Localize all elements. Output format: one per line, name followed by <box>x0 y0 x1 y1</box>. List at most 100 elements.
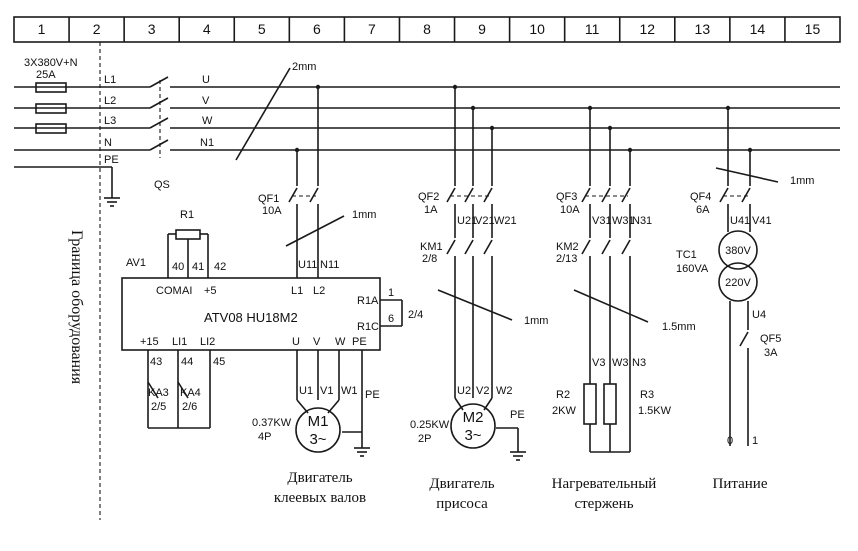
grid-number-15: 15 <box>805 21 821 37</box>
r1-pin-41: 41 <box>192 261 204 273</box>
ka4-ref: 2/6 <box>182 401 197 413</box>
tc1-primary: 380V <box>725 245 751 257</box>
r3-name: R3 <box>640 389 654 401</box>
caption-heater-line1: Нагревательный <box>552 476 657 492</box>
heater-circuit: QF3 10A V31 W31 N31 KM2 2/13 1.5mm V3 W3… <box>552 105 696 453</box>
grid-number-5: 5 <box>258 21 266 37</box>
grid-number-14: 14 <box>750 21 766 37</box>
m1-wire-w1: W1 <box>341 385 358 397</box>
power-supply-circuit: 1mm QF4 6A U41 V41 380V 220V TC1 160VA U… <box>676 105 814 447</box>
bus-label-w: W <box>202 115 213 127</box>
km1-wire-size: 1mm <box>524 315 548 327</box>
phase-l1: L1 <box>104 74 116 86</box>
caption-glue-rollers-line1: Двигатель <box>287 470 352 486</box>
caption-power: Питание <box>713 476 768 492</box>
heater-wire-w3: W3 <box>612 357 629 369</box>
phase-l2: L2 <box>104 95 116 107</box>
vfd-model: ATV08 HU18M2 <box>204 310 298 325</box>
grid-number-12: 12 <box>639 21 655 37</box>
m1-poles: 4P <box>258 431 271 443</box>
relay-ref-2-4: 2/4 <box>408 309 423 321</box>
qf4-wire-size: 1mm <box>790 175 814 187</box>
suction-motor-circuit: QF2 1A U21 V21 W21 KM1 2/8 1mm U2 V2 W2 … <box>410 84 548 461</box>
caption-suction-line1: Двигатель <box>429 476 494 492</box>
relay-ref-1: 1 <box>388 287 394 299</box>
supply-fuse: 25A <box>36 69 56 81</box>
qf2-name: QF2 <box>418 191 439 203</box>
relay-ref-6: 6 <box>388 313 394 325</box>
caption-heater-line2: стержень <box>574 496 633 512</box>
tc1-secondary-winding <box>718 262 758 302</box>
motor-m1 <box>295 407 341 453</box>
qf1-name: QF1 <box>258 193 279 205</box>
m1-wire-v1: V1 <box>320 385 333 397</box>
bus-label-v: V <box>202 95 210 107</box>
qf3-out-n31: N31 <box>632 215 652 227</box>
fuse-l3 <box>35 123 67 134</box>
vfd-num-45: 45 <box>213 356 225 368</box>
m2-wire-v2: V2 <box>476 385 489 397</box>
m1-wire-u1: U1 <box>299 385 313 397</box>
m2-power: 0.25KW <box>410 419 450 431</box>
vfd-pin-com: COM <box>156 285 182 297</box>
r2-name: R2 <box>556 389 570 401</box>
tc1-name: TC1 <box>676 249 697 261</box>
m2-wire-w2: W2 <box>496 385 513 397</box>
caption-glue-rollers-line2: клеевых валов <box>274 490 366 506</box>
qs-label: QS <box>154 179 170 191</box>
vfd-relay-r1c: R1C <box>357 321 379 333</box>
vfd-out-u: U <box>292 336 300 348</box>
r1-pin-42: 42 <box>214 261 226 273</box>
heater-r3 <box>603 383 617 425</box>
m1-name: M1 <box>308 413 329 430</box>
grid-number-11: 11 <box>585 21 600 37</box>
qf4-rating: 6A <box>696 204 710 216</box>
grid-number-9: 9 <box>478 21 486 37</box>
km2-ref: 2/13 <box>556 253 577 265</box>
vfd-relay-r1a: R1A <box>357 295 379 307</box>
qf3-out-v31: V31 <box>592 215 612 227</box>
m2-phase: 3~ <box>464 427 481 444</box>
tc1-secondary: 220V <box>725 277 751 289</box>
vfd-num-43: 43 <box>150 356 162 368</box>
tc1-rating: 160VA <box>676 263 709 275</box>
grid-number-7: 7 <box>368 21 376 37</box>
qf2-rating: 1A <box>424 204 438 216</box>
vfd-pin-15: +15 <box>140 336 159 348</box>
vfd-in-l1: L1 <box>291 285 303 297</box>
vfd-in-l2: L2 <box>313 285 325 297</box>
bus-label-n1: N1 <box>200 137 214 149</box>
m2-poles: 2P <box>418 433 431 445</box>
r1-name: R1 <box>180 209 194 221</box>
r3-power: 1.5KW <box>638 405 672 417</box>
r1-resistor <box>175 229 201 240</box>
ka3-name: KA3 <box>148 387 169 399</box>
equipment-boundary-label: Граница оборудования <box>68 230 85 385</box>
grid-number-10: 10 <box>529 21 545 37</box>
qf4-out-u41: U41 <box>730 215 750 227</box>
m2-name: M2 <box>463 409 484 426</box>
grid-number-8: 8 <box>423 21 431 37</box>
terminal-0: 0 <box>727 435 733 447</box>
grid-frame <box>13 16 841 43</box>
vfd-pin-ai: AI <box>182 285 192 297</box>
tc1-primary-winding <box>718 230 758 270</box>
m1-wire-pe: PE <box>365 389 380 401</box>
fuse-l1 <box>35 82 67 93</box>
qf5-rating: 3A <box>764 347 778 359</box>
qf4-name: QF4 <box>690 191 711 203</box>
km2-wire-size: 1.5mm <box>662 321 696 333</box>
heater-wire-n3: N3 <box>632 357 646 369</box>
phase-n: N <box>104 137 112 149</box>
r2-power: 2KW <box>552 405 576 417</box>
terminal-1: 1 <box>752 435 758 447</box>
qf3-out-w31: W31 <box>612 215 635 227</box>
r1-pin-40: 40 <box>172 261 184 273</box>
qf3-rating: 10A <box>560 204 580 216</box>
m2-wire-u2: U2 <box>457 385 471 397</box>
grid-number-4: 4 <box>203 21 211 37</box>
grid-number-3: 3 <box>148 21 156 37</box>
vfd-name: AV1 <box>126 257 146 269</box>
